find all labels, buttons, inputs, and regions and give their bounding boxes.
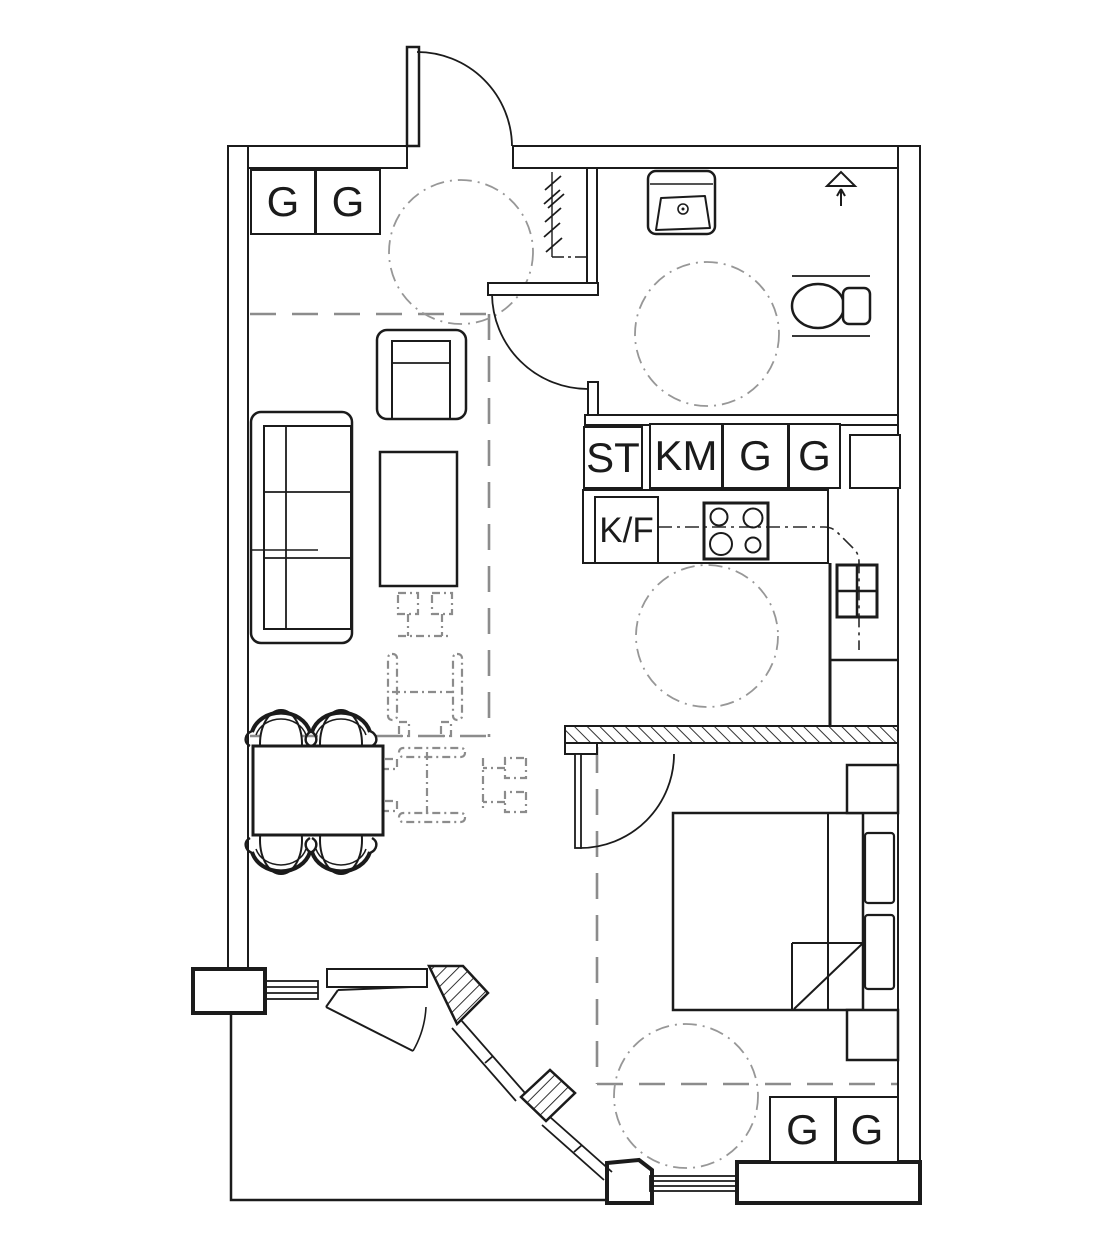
hatched-wall-bedroom <box>564 725 899 744</box>
toilet <box>790 275 872 337</box>
turning-circles <box>388 179 780 1169</box>
sofa <box>249 410 354 645</box>
fridge-freezer: K/F <box>594 496 659 564</box>
turning-circle-bedroom <box>613 1023 759 1169</box>
kitchen-wardrobe-1: G <box>722 423 789 489</box>
zone-boundary-dashes <box>250 312 897 1086</box>
bedroom-wardrobe-2: G <box>835 1096 899 1163</box>
wall-right <box>897 145 921 1204</box>
nightstand-bottom <box>845 1008 900 1062</box>
balcony-window <box>264 980 319 1000</box>
wall-top-right <box>512 145 921 169</box>
hatched-pillar-2 <box>519 1068 577 1123</box>
bed-pillows <box>863 831 896 991</box>
bathroom-door-swing <box>491 293 589 390</box>
wall-top-left <box>227 145 408 169</box>
turning-circle-kitchen <box>635 564 779 708</box>
wall-over-bath-door <box>487 282 599 296</box>
turning-circle-bathroom <box>634 261 780 407</box>
wheelchair-symbol-living <box>386 591 464 738</box>
balcony-pier <box>191 967 267 1015</box>
cleaning-cabinet: ST <box>583 426 643 489</box>
bathroom-sink <box>646 169 717 236</box>
bedroom-window <box>649 1175 738 1192</box>
wall-block-bottom <box>735 1160 922 1205</box>
kitchen-cabinet-unlabeled <box>849 434 901 489</box>
diagonal-window-1 <box>451 1019 526 1102</box>
bedroom-wardrobe-1: G <box>769 1096 836 1163</box>
balcony-outline <box>229 1013 607 1202</box>
wall-bath-door-jamb <box>587 381 599 416</box>
shaft-hatch-symbol <box>543 172 587 258</box>
hall-wardrobe-2: G <box>315 169 381 235</box>
kitchen-sink-unit <box>835 563 879 619</box>
kitchen-counter <box>582 489 898 726</box>
wall-corner-piece <box>605 1157 654 1205</box>
hatched-pillar-1 <box>427 964 490 1027</box>
entrance-door <box>405 45 513 148</box>
nightstand-top <box>845 763 900 815</box>
wheelchair-symbol-dining <box>381 746 528 824</box>
dining-table <box>251 744 385 837</box>
coffee-table <box>378 450 459 588</box>
turning-circle-hall <box>388 179 534 325</box>
bedroom-door <box>574 753 675 849</box>
stove <box>702 501 770 561</box>
ventilation-arrow-icon <box>824 170 858 206</box>
armchair <box>375 328 468 421</box>
hall-wardrobe-1: G <box>250 169 316 235</box>
wall-bedroom-stub <box>564 742 598 755</box>
kitchen-wardrobe-2: G <box>788 423 841 489</box>
outer-walls <box>227 145 921 1204</box>
washing-machine: KM <box>649 423 723 489</box>
bed <box>671 811 865 1012</box>
balcony-door <box>325 968 428 1052</box>
interior-walls <box>487 167 899 755</box>
wall-bathroom-west <box>586 167 598 284</box>
diagonal-window-2 <box>541 1116 613 1181</box>
